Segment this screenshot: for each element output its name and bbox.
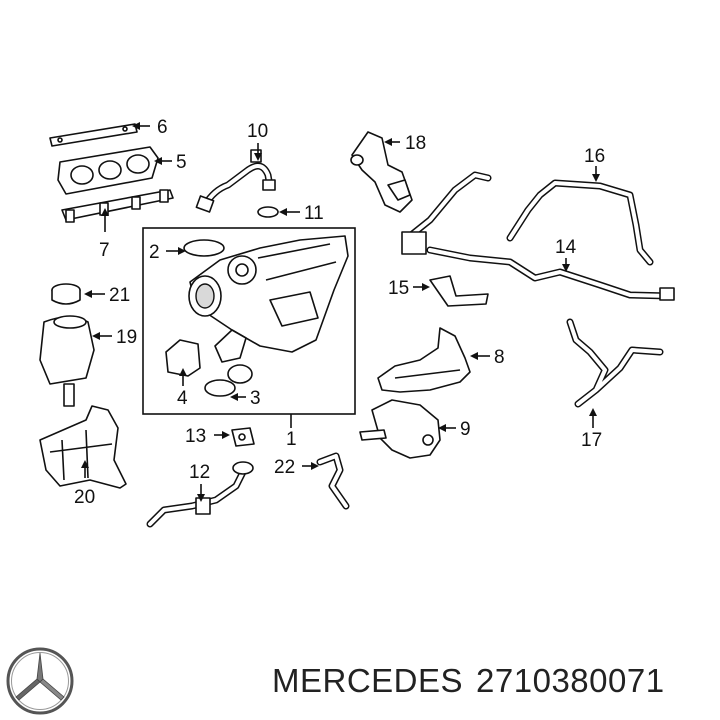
part-3-seal-ring <box>204 364 253 397</box>
callout-labels: 6 5 7 10 11 18 16 14 15 8 9 17 2 21 19 4… <box>74 117 605 508</box>
callout-6: 6 <box>157 117 168 138</box>
part-21-cap <box>51 283 81 305</box>
part-8-heat-shield <box>377 327 471 393</box>
part-15-small-bracket <box>429 275 489 307</box>
callout-19: 19 <box>116 327 137 348</box>
part-1-turbocharger <box>188 235 349 353</box>
part-number: 2710380071 <box>476 662 665 699</box>
part-20-bracket-frame <box>39 405 127 489</box>
part-11-washer <box>257 206 279 218</box>
brand-name: MERCEDES <box>272 662 464 699</box>
part-6-gasket-strip <box>49 123 138 147</box>
part-4-actuator <box>165 329 247 377</box>
callout-13: 13 <box>185 426 206 447</box>
callout-16: 16 <box>584 146 605 167</box>
callout-3: 3 <box>250 388 261 409</box>
callout-18: 18 <box>405 133 426 154</box>
part-13-bracket <box>231 427 255 447</box>
part-14-long-pipe <box>401 171 675 301</box>
part-12-pipe <box>146 461 254 528</box>
callout-7: 7 <box>99 240 110 261</box>
callout-5: 5 <box>176 152 187 173</box>
turbo-assembly-box <box>142 227 356 415</box>
part-16-coolant-pipe <box>506 179 654 266</box>
part-9-heat-shield <box>359 399 441 459</box>
part-7-stud-rail <box>61 189 174 223</box>
mercedes-star-logo-icon <box>6 647 74 715</box>
callout-9: 9 <box>460 419 471 440</box>
part-22-hose <box>316 452 350 510</box>
part-18-bracket <box>350 131 413 213</box>
callout-21: 21 <box>109 285 130 306</box>
callout-1: 1 <box>286 429 297 450</box>
callout-8: 8 <box>494 347 505 368</box>
part-17-coolant-pipe <box>566 318 664 408</box>
callout-10: 10 <box>247 121 268 142</box>
part-5-manifold-gasket <box>57 146 159 195</box>
part-19-reservoir <box>39 315 95 407</box>
callout-14: 14 <box>555 237 577 258</box>
callout-12: 12 <box>189 462 210 483</box>
callout-22: 22 <box>274 457 295 478</box>
callout-4: 4 <box>177 388 188 409</box>
callout-15: 15 <box>388 278 409 299</box>
callout-17: 17 <box>581 430 602 451</box>
callout-20: 20 <box>74 487 95 508</box>
callout-2: 2 <box>149 242 160 263</box>
leader-lines <box>81 122 600 502</box>
part-caption: MERCEDES 2710380071 <box>272 662 678 700</box>
callout-11: 11 <box>304 203 324 224</box>
part-2-gasket-ring <box>183 239 225 257</box>
part-10-oil-line <box>195 149 276 213</box>
